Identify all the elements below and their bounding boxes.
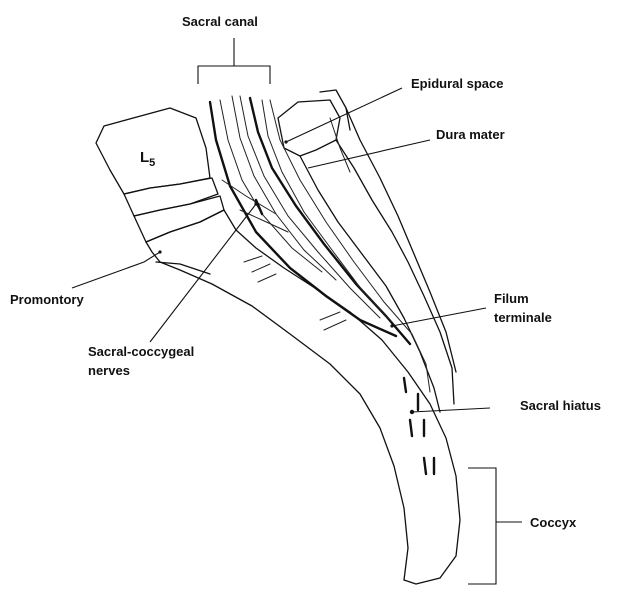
label-filum-terminale-2: terminale [494,310,552,325]
label-promontory: Promontory [10,292,84,307]
label-coccyx: Coccyx [530,515,577,530]
coccyx-segments [404,378,434,474]
label-sacral-hiatus: Sacral hiatus [520,398,601,413]
leader-lines [72,88,490,412]
sacral-ridges [244,256,346,330]
label-l5: L5 [140,149,155,169]
sacral-canal-bracket [198,38,270,84]
label-sacral-canal: Sacral canal [182,14,258,29]
sacral-canal-nerves [210,96,430,392]
sacrum-body [146,210,460,584]
label-sacral-coccygeal-2: nerves [88,363,130,378]
label-sacral-coccygeal-1: Sacral-coccygeal [88,344,194,359]
intervertebral-disc [124,178,224,242]
label-epidural-space: Epidural space [411,76,503,91]
label-filum-terminale-1: Filum [494,291,529,306]
coccyx-bracket [468,468,522,584]
label-dura-mater: Dura mater [436,127,505,142]
